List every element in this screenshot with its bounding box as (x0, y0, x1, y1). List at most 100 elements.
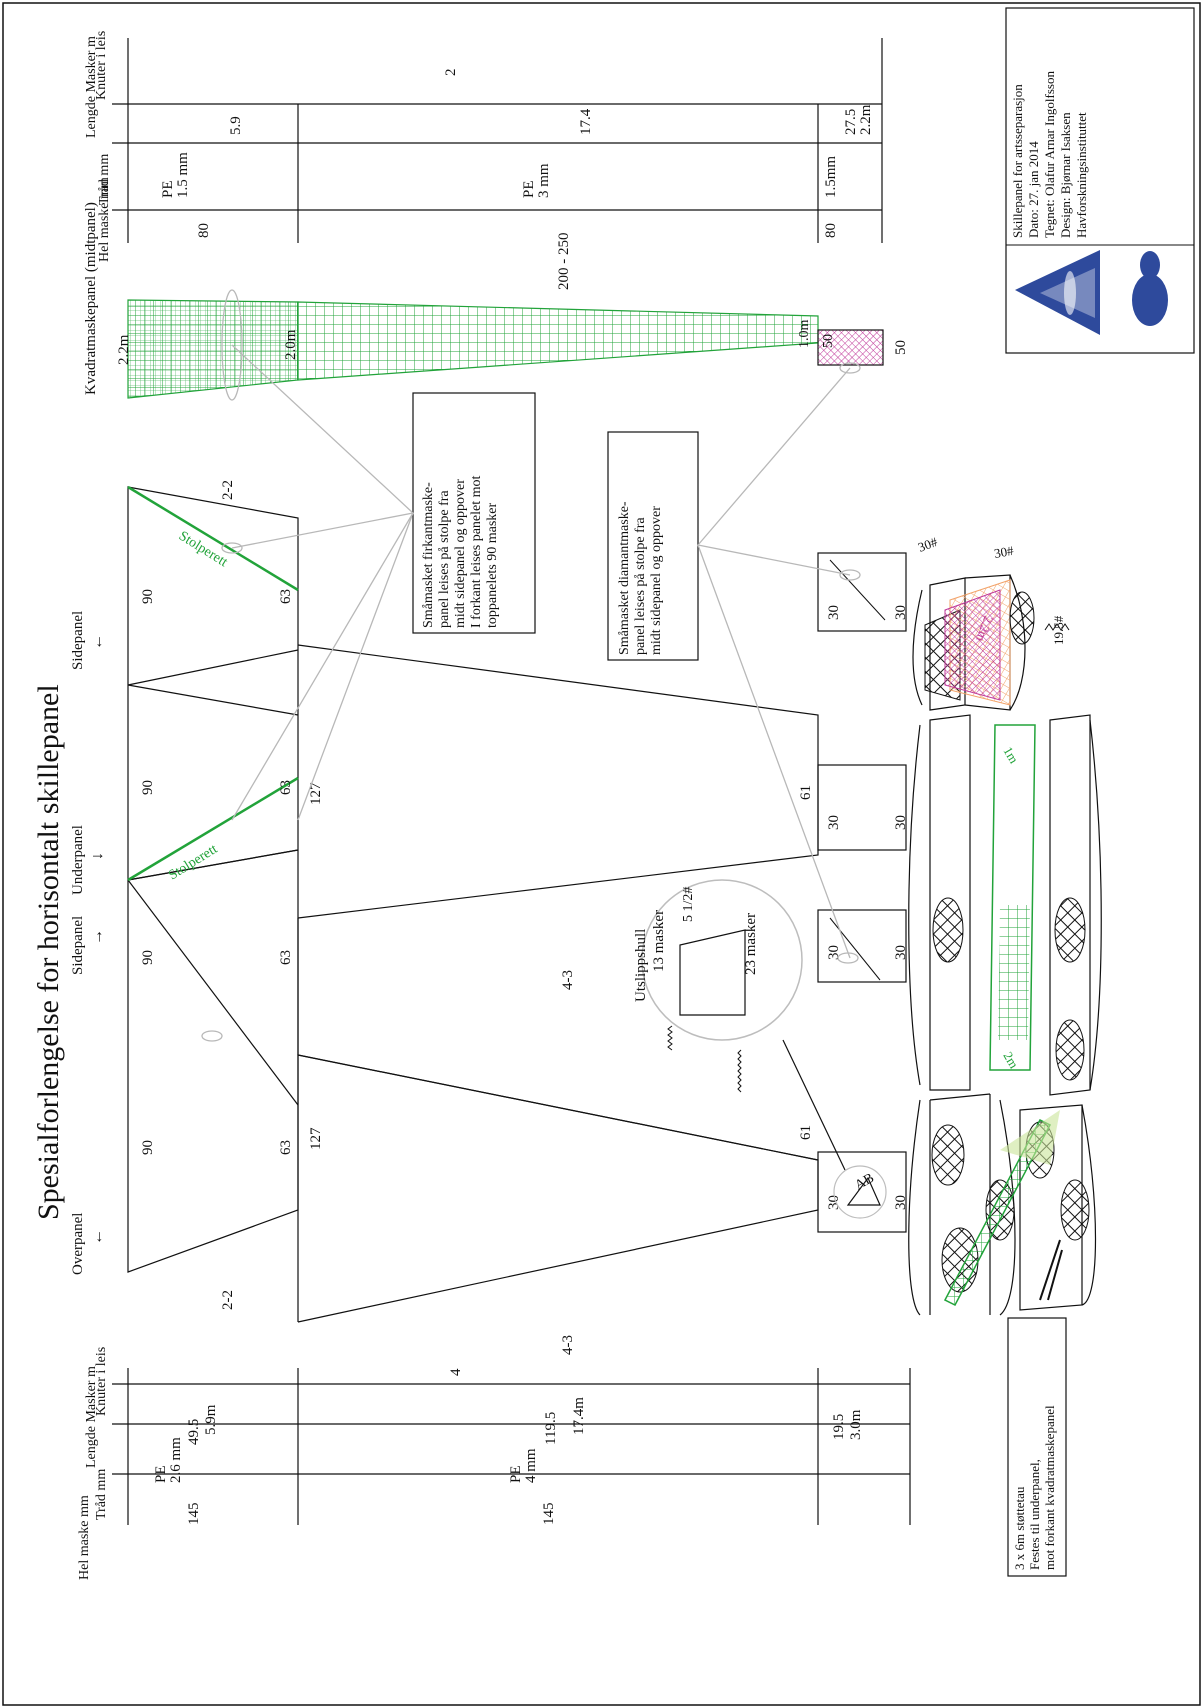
arrow-left-icon: ← (89, 1229, 106, 1245)
svg-text:19.5#: 19.5# (1051, 615, 1066, 645)
svg-text:19.5: 19.5 (831, 1414, 847, 1440)
svg-text:PE: PE (153, 1465, 169, 1483)
kvadratmaskepanel: Kvadratmaskepanel (midtpanel) 2.2m 2.0m … (83, 202, 909, 401)
svg-text:2-2: 2-2 (220, 1290, 236, 1310)
svg-text:3 mm: 3 mm (536, 163, 552, 198)
svg-text:Festes til underpanel,: Festes til underpanel, (1027, 1459, 1042, 1570)
svg-text:80: 80 (196, 223, 212, 238)
svg-text:mot forkant kvadratmaskepanel: mot forkant kvadratmaskepanel (1042, 1405, 1057, 1570)
note-firkantmaske: Småmasket firkantmaske- panel leises på … (412, 392, 536, 634)
svg-text:4-3: 4-3 (560, 1335, 576, 1355)
svg-text:PE: PE (521, 180, 537, 198)
svg-text:Kvadratmaskepanel (midtpanel): Kvadratmaskepanel (midtpanel) (83, 202, 99, 395)
svg-text:2m: 2m (1000, 1049, 1021, 1071)
svg-text:Design: Bjørnar Isaksen: Design: Bjørnar Isaksen (1058, 112, 1073, 238)
note-stottetau: 3 x 6m støttetau Festes til underpanel, … (1007, 1317, 1067, 1577)
svg-text:145: 145 (186, 1503, 202, 1526)
utslippshull-detail: Utslippshull 13 masker 5 1/2# 23 masker … (633, 879, 887, 1219)
page-title: Spesialforlengelse for horisontalt skill… (32, 684, 65, 1220)
note-diamantmaske: Småmasket diamantmaske- panel leises på … (607, 431, 699, 661)
svg-text:4 mm: 4 mm (523, 1448, 539, 1483)
svg-text:2.0m: 2.0m (283, 329, 299, 360)
net-numbers: 90 90 90 90 63 63 63 63 127 127 61 61 30… (140, 480, 909, 1355)
svg-text:90: 90 (140, 589, 156, 604)
svg-text:panel leises på stolpe fra: panel leises på stolpe fra (633, 517, 648, 655)
svg-text:Overpanel: Overpanel (70, 1213, 86, 1275)
svg-text:63: 63 (278, 780, 294, 795)
stolperett-line-right (127, 485, 299, 592)
svg-text:30: 30 (826, 945, 842, 960)
panel-label-sidepanel-right: Sidepanel ← (70, 611, 106, 670)
left-spec-table: Hel maske mm Tråd mm Lengde Masker m Knu… (77, 1347, 911, 1580)
svg-text:Sidepanel: Sidepanel (70, 611, 86, 670)
institute-logo (1015, 250, 1168, 335)
svg-text:4-3: 4-3 (560, 970, 576, 990)
svg-text:17.4: 17.4 (578, 108, 594, 135)
extension-box-mid (817, 909, 907, 983)
svg-text:63: 63 (278, 589, 294, 604)
svg-text:63: 63 (278, 950, 294, 965)
svg-text:3 x 6m støttetau: 3 x 6m støttetau (1012, 1486, 1027, 1570)
arrow-left-icon: ← (89, 634, 106, 650)
svg-text:61: 61 (798, 785, 814, 800)
svg-text:5 1/2#: 5 1/2# (681, 887, 696, 922)
svg-text:30: 30 (826, 605, 842, 620)
svg-text:Havforskningsinstituttet: Havforskningsinstituttet (1074, 112, 1089, 238)
svg-text:3.0m: 3.0m (848, 1409, 864, 1440)
svg-text:Utslippshull: Utslippshull (633, 929, 649, 1002)
svg-text:30#: 30# (993, 543, 1015, 561)
svg-text:Småmasket diamantmaske-: Småmasket diamantmaske- (617, 501, 632, 655)
panel-label-overpanel: Overpanel ← (70, 1213, 106, 1275)
svg-text:90: 90 (140, 950, 156, 965)
panel-label-underpanel: Underpanel ↓ (70, 825, 106, 895)
svg-text:127: 127 (308, 782, 324, 805)
svg-text:17.4m: 17.4m (571, 1397, 587, 1435)
svg-text:27.5: 27.5 (843, 109, 859, 135)
svg-text:145: 145 (541, 1503, 557, 1526)
info-box: Skillepanel for artsseparasjon Dato: 27.… (1005, 7, 1195, 354)
svg-text:midt sidepanel og oppover: midt sidepanel og oppover (649, 506, 664, 655)
net-3d-sketch: 1m 2m 30# 30# 19.5# 2.2m (908, 534, 1102, 1316)
svg-text:90: 90 (140, 780, 156, 795)
svg-text:5.9m: 5.9m (203, 1404, 219, 1435)
svg-text:90: 90 (140, 1140, 156, 1155)
svg-text:2.6 mm: 2.6 mm (168, 1437, 184, 1483)
svg-text:1.5mm: 1.5mm (823, 156, 839, 198)
svg-text:50: 50 (893, 340, 909, 355)
svg-text:13 masker: 13 masker (651, 910, 667, 972)
svg-text:Lengde Masker m: Lengde Masker m (84, 1366, 99, 1468)
svg-text:Tegnet: Olafur Arnar Ingolfsso: Tegnet: Olafur Arnar Ingolfsson (1042, 71, 1057, 238)
svg-text:Knuter i leis: Knuter i leis (94, 31, 109, 100)
svg-text:Hel maske mm: Hel maske mm (77, 1495, 92, 1580)
svg-text:PE: PE (508, 1465, 524, 1483)
svg-text:PE: PE (160, 180, 176, 198)
svg-text:Knuter i leis: Knuter i leis (94, 1347, 109, 1416)
svg-text:Skillepanel for artsseparasjon: Skillepanel for artsseparasjon (1010, 84, 1025, 238)
svg-text:1.0m: 1.0m (797, 320, 812, 349)
svg-text:127: 127 (308, 1127, 324, 1150)
svg-text:50: 50 (821, 334, 836, 348)
svg-text:30#: 30# (916, 534, 940, 555)
svg-text:Dato: 27. jan 2014: Dato: 27. jan 2014 (1026, 141, 1041, 238)
svg-text:2.2m: 2.2m (858, 104, 874, 135)
svg-text:panel leises på stolpe fra: panel leises på stolpe fra (437, 490, 452, 628)
svg-text:23 masker: 23 masker (743, 913, 759, 975)
svg-text:midt sidepanel og oppover: midt sidepanel og oppover (453, 479, 468, 628)
svg-text:Tråd mm: Tråd mm (94, 1469, 109, 1520)
leader-lines (201, 344, 861, 1042)
svg-text:200 - 250: 200 - 250 (556, 233, 572, 291)
stolperett-label-left: Stolperett (166, 842, 220, 884)
svg-text:30: 30 (893, 815, 909, 830)
svg-text:61: 61 (798, 1125, 814, 1140)
svg-text:toppanelets 90 masker: toppanelets 90 masker (485, 502, 500, 628)
svg-text:5.9: 5.9 (228, 116, 244, 135)
svg-text:30: 30 (826, 815, 842, 830)
svg-text:1.5 mm: 1.5 mm (175, 152, 191, 198)
svg-text:30: 30 (893, 945, 909, 960)
svg-text:80: 80 (823, 223, 839, 238)
svg-text:Sidepanel: Sidepanel (70, 916, 86, 975)
panel-label-sidepanel-left: Sidepanel → (70, 916, 106, 975)
svg-text:2: 2 (443, 69, 459, 77)
svg-text:30: 30 (893, 1195, 909, 1210)
